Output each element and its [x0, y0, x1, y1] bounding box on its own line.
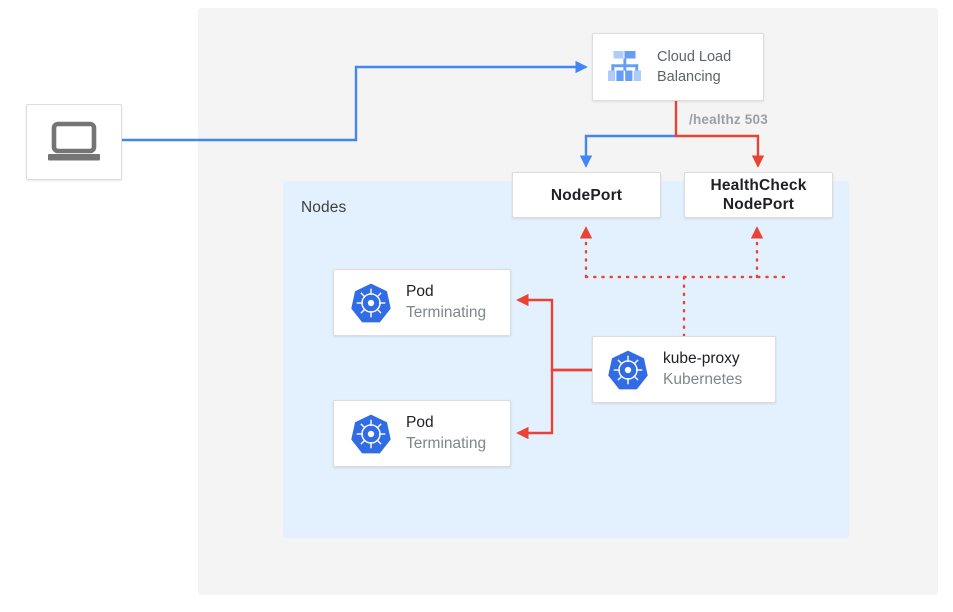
nodeport-card[interactable]: NodePort: [512, 172, 661, 218]
cloud-load-balancing-icon: [608, 51, 641, 81]
nodeport-label-line1: NodePort: [550, 186, 623, 204]
healthcheck-nodeport-card[interactable]: HealthCheck NodePort: [684, 172, 833, 218]
kubernetes-icon: [351, 283, 391, 322]
cloud-load-balancing-card[interactable]: Cloud Load Balancing: [592, 33, 764, 101]
healthcheck-nodeport-label-line1: HealthCheck: [710, 177, 807, 194]
client-card[interactable]: [26, 104, 122, 180]
healthcheck-nodeport-label-line2: NodePort: [722, 196, 795, 213]
kubernetes-icon: [608, 350, 648, 389]
pod-title: Pod: [406, 283, 434, 300]
nodeport-label: NodePort: [551, 186, 622, 205]
laptop-icon: [48, 121, 100, 161]
cloud-load-balancing-label-line1: Cloud Load: [657, 49, 732, 65]
cloud-load-balancing-label: Cloud Load Balancing: [657, 47, 731, 87]
nodes-region-label: Nodes: [301, 199, 347, 216]
pod-text: Pod Terminating: [406, 413, 486, 454]
kube-proxy-text: kube-proxy Kubernetes: [663, 349, 742, 390]
kube-proxy-title: kube-proxy: [663, 350, 740, 367]
kubernetes-icon: [351, 414, 391, 453]
cloud-load-balancing-label-line2: Balancing: [657, 69, 721, 85]
kube-proxy-card[interactable]: kube-proxy Kubernetes: [592, 336, 776, 403]
pod-card[interactable]: Pod Terminating: [333, 269, 511, 336]
pod-status: Terminating: [406, 435, 487, 452]
healthz-status-label: /healthz 503: [689, 112, 768, 127]
pod-status: Terminating: [406, 304, 487, 321]
pod-text: Pod Terminating: [406, 282, 486, 323]
pod-card[interactable]: Pod Terminating: [333, 400, 511, 467]
healthcheck-nodeport-label: HealthCheck NodePort: [710, 176, 806, 214]
pod-title: Pod: [406, 414, 434, 431]
kube-proxy-subtitle: Kubernetes: [663, 371, 743, 388]
